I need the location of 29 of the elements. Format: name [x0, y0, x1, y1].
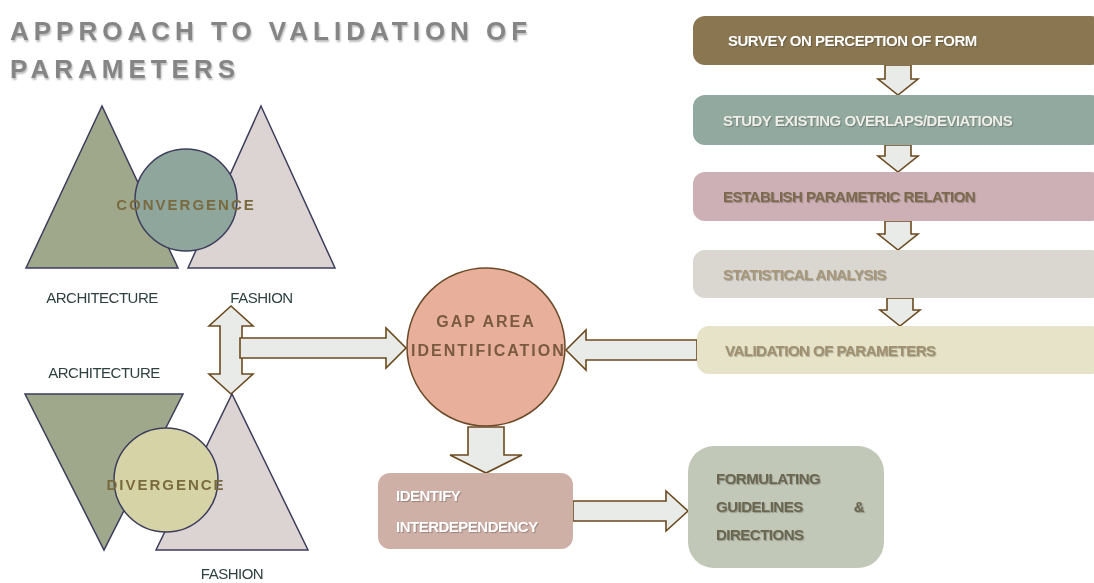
block-arrow — [875, 220, 921, 252]
box-label: SURVEY ON PERCEPTION OF FORM — [728, 32, 977, 49]
process-box — [697, 326, 1094, 374]
shape-label: ARCHITECTURE — [47, 364, 161, 381]
block-arrow — [564, 328, 698, 372]
shape-label: ARCHITECTURE — [45, 289, 159, 306]
box-label: FORMULATING GUIDELINES & DIRECTIONS — [716, 469, 864, 545]
box-label: IDENTIFY INTERDEPENDENCY — [396, 486, 539, 537]
block-arrow — [875, 144, 921, 174]
shape-label: FASHION — [229, 289, 294, 306]
block-arrow — [572, 489, 690, 533]
shape-label: FASHION — [199, 565, 265, 582]
block-arrow — [877, 297, 923, 328]
box-label: STATISTICAL ANALYSIS — [723, 265, 887, 283]
block-arrow — [206, 304, 256, 396]
circle-label: GAP AREA IDENTIFICATION — [411, 312, 561, 361]
diagram-title: APPROACH TO VALIDATION OF PARAMETERS — [10, 15, 534, 86]
process-box — [693, 250, 1094, 298]
box-label: VALIDATION OF PARAMETERS — [725, 341, 936, 359]
block-arrow — [449, 426, 523, 474]
process-box — [693, 172, 1094, 221]
box-label: STUDY EXISTING OVERLAPS/DEVIATIONS — [723, 111, 1013, 129]
process-box — [693, 95, 1094, 145]
block-arrow — [239, 326, 408, 370]
process-box — [688, 446, 884, 568]
process-box — [693, 16, 1094, 65]
box-label: ESTABLISH PARAMETRIC RELATION — [723, 188, 976, 205]
block-arrow — [875, 64, 921, 97]
process-box — [378, 473, 573, 549]
